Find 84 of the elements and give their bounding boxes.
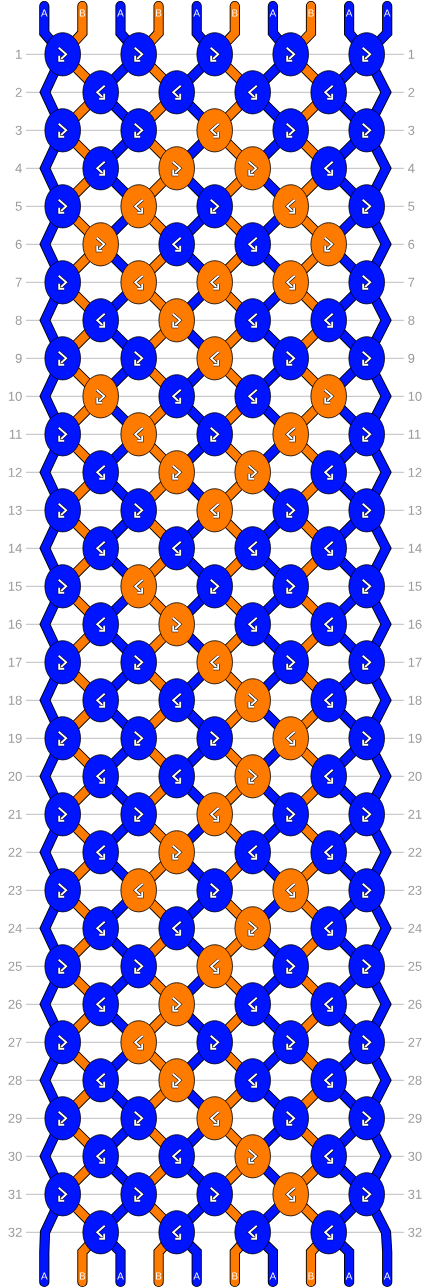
thread-label: A: [269, 1272, 277, 1280]
thread-label: A: [193, 1272, 200, 1280]
thread-label: B: [232, 9, 238, 17]
row-number: 8: [15, 315, 22, 325]
thread-label: A: [269, 9, 277, 17]
thread-label: A: [383, 9, 391, 17]
row-number: 7: [15, 277, 22, 287]
row-number: 14: [408, 543, 422, 553]
row-number: 18: [408, 695, 422, 705]
row-number: 9: [15, 353, 22, 363]
row-number: 9: [408, 353, 415, 363]
row-number: 4: [15, 163, 22, 173]
row-number: 30: [408, 1151, 422, 1161]
thread-label: B: [79, 9, 86, 17]
thread-label: A: [345, 1272, 353, 1280]
row-number: 19: [8, 733, 22, 743]
thread-label: B: [79, 1272, 86, 1280]
row-number: 11: [408, 429, 421, 439]
row-number: 31: [8, 1189, 22, 1199]
row-number: 5: [15, 201, 22, 211]
row-number: 13: [8, 505, 22, 515]
thread-label: A: [345, 9, 353, 17]
thread-label: B: [156, 1272, 162, 1280]
row-number: 10: [408, 391, 422, 401]
row-number: 4: [408, 163, 415, 173]
row-number: 27: [8, 1037, 22, 1047]
thread-label: B: [308, 1272, 314, 1280]
row-number: 24: [8, 923, 22, 933]
row-number: 20: [8, 771, 22, 781]
row-number: 16: [408, 619, 422, 629]
thread-label: B: [156, 9, 162, 17]
row-number: 6: [15, 239, 22, 249]
row-number: 26: [8, 999, 22, 1009]
row-number: 26: [408, 999, 422, 1009]
row-number: 6: [408, 239, 415, 249]
row-number: 18: [8, 695, 22, 705]
row-number: 16: [8, 619, 22, 629]
row-number: 17: [408, 657, 422, 667]
row-number: 23: [8, 885, 22, 895]
row-number: 12: [8, 467, 22, 477]
row-number: 31: [408, 1189, 422, 1199]
row-number: 1: [408, 49, 415, 59]
thread-label: B: [232, 1272, 238, 1280]
thread-label: A: [383, 1272, 391, 1280]
row-number: 5: [408, 201, 415, 211]
row-number: 30: [8, 1151, 22, 1161]
row-number: 3: [408, 125, 415, 135]
row-number: 29: [408, 1113, 422, 1123]
row-number: 22: [8, 847, 22, 857]
thread-label: A: [117, 9, 124, 17]
row-number: 12: [408, 467, 422, 477]
row-number: 17: [8, 657, 22, 667]
row-number: 24: [408, 923, 422, 933]
row-number: 28: [8, 1075, 22, 1085]
row-number: 14: [8, 543, 22, 553]
row-number: 32: [8, 1227, 22, 1237]
row-number: 2: [408, 87, 415, 97]
thread-label: A: [117, 1272, 124, 1280]
row-number: 10: [8, 391, 22, 401]
row-number: 1: [16, 49, 22, 59]
thread-label: A: [41, 9, 48, 17]
thread-label: A: [193, 9, 200, 17]
row-number: 20: [408, 771, 422, 781]
row-number: 22: [408, 847, 422, 857]
row-number: 13: [408, 505, 422, 515]
row-number: 8: [408, 315, 415, 325]
thread-label: A: [41, 1272, 48, 1280]
row-number: 25: [8, 961, 22, 971]
thread-label: B: [308, 9, 314, 17]
row-number: 7: [408, 277, 415, 287]
row-number: 32: [408, 1227, 422, 1237]
row-number: 28: [408, 1075, 422, 1085]
row-number: 11: [9, 429, 22, 439]
row-number: 23: [408, 885, 422, 895]
row-number: 15: [8, 581, 22, 591]
row-number: 21: [408, 809, 422, 819]
row-number: 19: [408, 733, 422, 743]
row-number: 21: [8, 809, 22, 819]
row-number: 3: [15, 125, 22, 135]
row-number: 15: [408, 581, 422, 591]
row-number: 27: [408, 1037, 422, 1047]
row-number: 2: [15, 87, 22, 97]
row-number: 29: [8, 1113, 22, 1123]
row-number: 25: [408, 961, 422, 971]
